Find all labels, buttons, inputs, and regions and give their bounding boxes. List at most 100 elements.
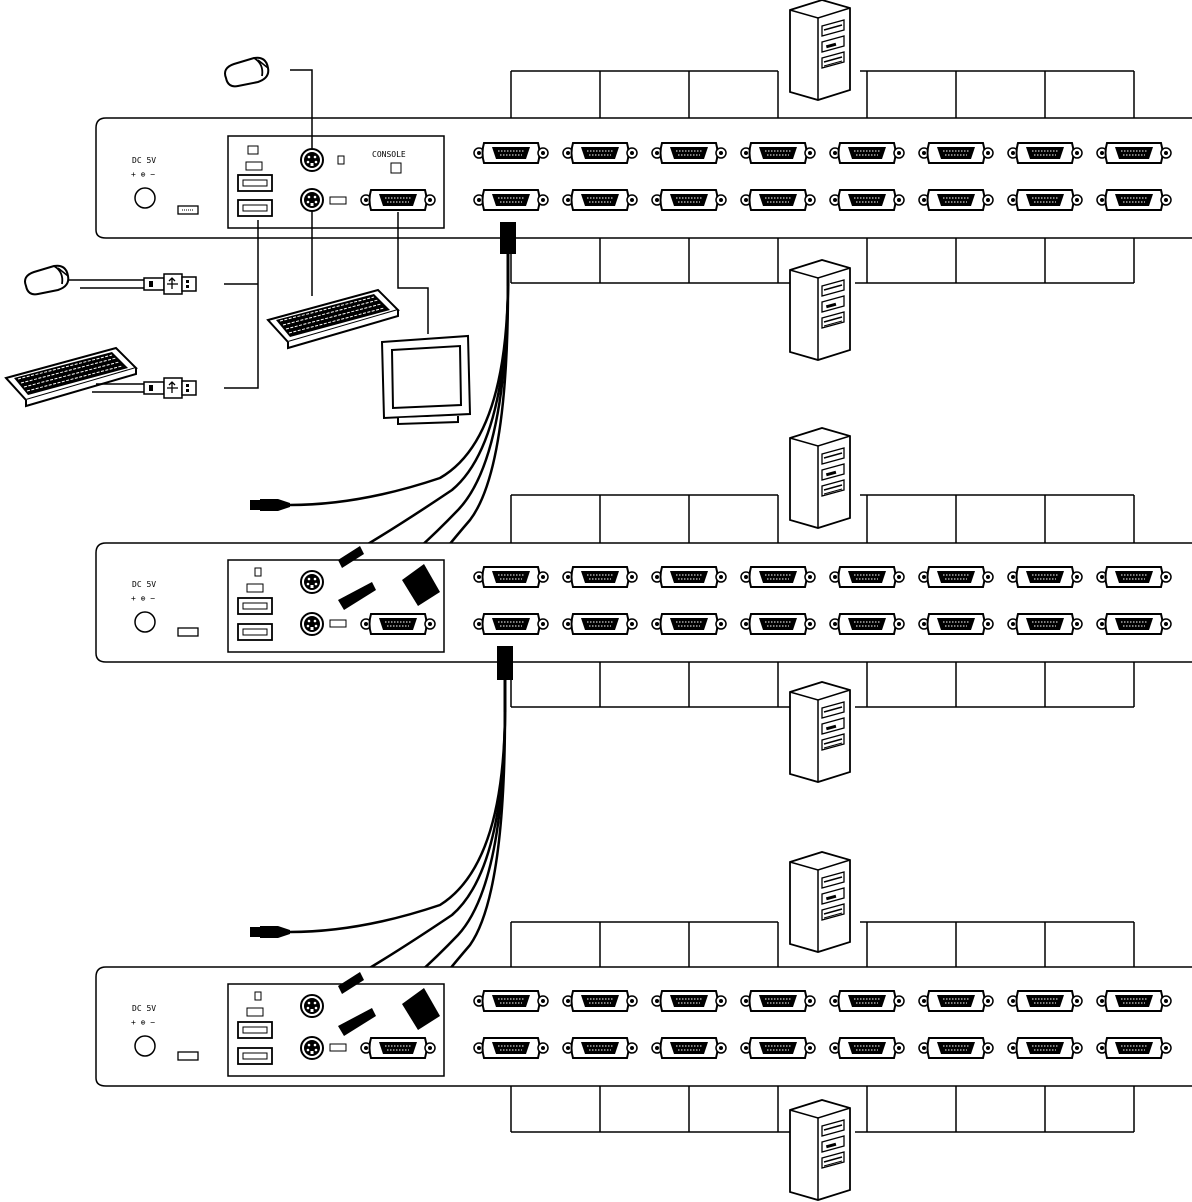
- vga-port-icon[interactable]: [562, 566, 638, 588]
- vga-port-icon[interactable]: [1007, 990, 1083, 1012]
- mouse-indicator-icon: [254, 991, 262, 1001]
- computer-tower-icon: [789, 681, 851, 783]
- ps2-mouse-port[interactable]: [300, 570, 324, 594]
- vga-port-icon[interactable]: [829, 1037, 905, 1059]
- kvm-unit-3: DC 5V + ⊕ −: [95, 851, 1192, 1201]
- ps2-keyboard-port[interactable]: [300, 612, 324, 636]
- mouse-indicator-icon: [254, 567, 262, 577]
- vga-port-icon[interactable]: [918, 142, 994, 164]
- keyboard-indicator-icon: [246, 583, 264, 593]
- power-label: DC 5V: [132, 1004, 156, 1013]
- vga-port-icon[interactable]: [1007, 142, 1083, 164]
- keyboard-indicator-icon: [246, 1007, 264, 1017]
- polarity-label: + ⊕ −: [131, 594, 155, 603]
- vga-port-icon[interactable]: [918, 566, 994, 588]
- vga-port-icon[interactable]: [740, 1037, 816, 1059]
- vga-port-icon[interactable]: [1007, 613, 1083, 635]
- vga-port-icon[interactable]: [740, 142, 816, 164]
- serial-port-icon: [177, 627, 199, 637]
- vga-port-icon[interactable]: [473, 613, 549, 635]
- computer-tower-icon: [789, 0, 851, 101]
- vga-port-icon[interactable]: [1096, 142, 1172, 164]
- vga-port-icon[interactable]: [473, 1037, 549, 1059]
- keyboard-indicator-icon: [329, 196, 347, 205]
- vga-port-icon[interactable]: [740, 189, 816, 211]
- power-jack[interactable]: [134, 1035, 156, 1057]
- vga-port-icon[interactable]: [740, 566, 816, 588]
- power-jack[interactable]: [134, 611, 156, 633]
- console-vga-port[interactable]: [360, 613, 436, 635]
- vga-port-icon[interactable]: [829, 142, 905, 164]
- vga-port-icon[interactable]: [473, 566, 549, 588]
- vga-port-icon[interactable]: [829, 189, 905, 211]
- vga-port-icon[interactable]: [651, 189, 727, 211]
- vga-port-icon[interactable]: [562, 1037, 638, 1059]
- vga-port-icon[interactable]: [1096, 1037, 1172, 1059]
- ps2-keyboard-port[interactable]: [300, 188, 324, 212]
- usb-port[interactable]: [237, 597, 273, 615]
- vga-port-icon[interactable]: [918, 189, 994, 211]
- usb-plug-icon: [250, 499, 290, 511]
- usb-port[interactable]: [237, 1047, 273, 1065]
- monitor-icon: [380, 334, 472, 426]
- vga-port-icon[interactable]: [829, 613, 905, 635]
- ps2-keyboard-port[interactable]: [300, 1036, 324, 1060]
- usb-port[interactable]: [237, 174, 273, 192]
- computer-tower-icon: [789, 259, 851, 361]
- keyboard-indicator-icon: [245, 161, 263, 171]
- vga-port-icon[interactable]: [651, 566, 727, 588]
- kvm-unit-1: DC 5V + ⊕ − CONSOLE: [95, 0, 1192, 361]
- vga-port-icon[interactable]: [473, 189, 549, 211]
- monitor-indicator-icon: [390, 162, 402, 174]
- usb-port[interactable]: [237, 199, 273, 217]
- power-label: DC 5V: [132, 580, 156, 589]
- console-vga-port[interactable]: [360, 1037, 436, 1059]
- vga-port-icon[interactable]: [1096, 990, 1172, 1012]
- keyboard-icon: [5, 347, 137, 407]
- usb-port[interactable]: [237, 623, 273, 641]
- vga-port-icon[interactable]: [1096, 613, 1172, 635]
- computer-tower-icon: [789, 851, 851, 953]
- mouse-icon: [224, 56, 270, 88]
- vga-port-icon[interactable]: [473, 142, 549, 164]
- usb-plug-icon: [250, 926, 290, 938]
- vga-port-icon[interactable]: [1096, 566, 1172, 588]
- computer-tower-icon: [789, 1099, 851, 1201]
- power-label: DC 5V: [132, 156, 156, 165]
- console-vga-port[interactable]: [360, 189, 436, 211]
- vga-port-icon[interactable]: [651, 613, 727, 635]
- vga-port-icon[interactable]: [740, 990, 816, 1012]
- vga-port-icon[interactable]: [918, 613, 994, 635]
- vga-port-icon[interactable]: [651, 142, 727, 164]
- ps2-mouse-port[interactable]: [300, 148, 324, 172]
- vga-port-icon[interactable]: [651, 990, 727, 1012]
- vga-port-icon[interactable]: [473, 990, 549, 1012]
- mouse-indicator-icon: [337, 155, 345, 165]
- vga-port-icon[interactable]: [740, 613, 816, 635]
- vga-port-icon[interactable]: [562, 189, 638, 211]
- serial-port-icon: [177, 1051, 199, 1061]
- vga-port-icon[interactable]: [918, 990, 994, 1012]
- usb-plug-icon: [143, 377, 197, 399]
- vga-port-icon[interactable]: [829, 566, 905, 588]
- computer-tower-icon: [789, 427, 851, 529]
- console-peripherals: [5, 56, 472, 426]
- keyboard-icon: [267, 289, 399, 349]
- usb-port[interactable]: [237, 1021, 273, 1039]
- vga-port-icon[interactable]: [1007, 1037, 1083, 1059]
- vga-port-icon[interactable]: [1007, 566, 1083, 588]
- vga-port-icon[interactable]: [562, 613, 638, 635]
- vga-port-icon[interactable]: [829, 990, 905, 1012]
- vga-port-icon[interactable]: [1096, 189, 1172, 211]
- usb-plug-icon: [143, 273, 197, 295]
- power-jack[interactable]: [134, 187, 156, 209]
- kvm-unit-2: DC 5V + ⊕ −: [95, 427, 1192, 783]
- cascade-cable: [250, 646, 513, 1012]
- vga-port-icon[interactable]: [1007, 189, 1083, 211]
- vga-port-icon[interactable]: [562, 990, 638, 1012]
- vga-port-icon[interactable]: [651, 1037, 727, 1059]
- vga-port-icon[interactable]: [562, 142, 638, 164]
- vga-port-icon[interactable]: [918, 1037, 994, 1059]
- mouse-indicator-icon: [247, 145, 259, 155]
- ps2-mouse-port[interactable]: [300, 994, 324, 1018]
